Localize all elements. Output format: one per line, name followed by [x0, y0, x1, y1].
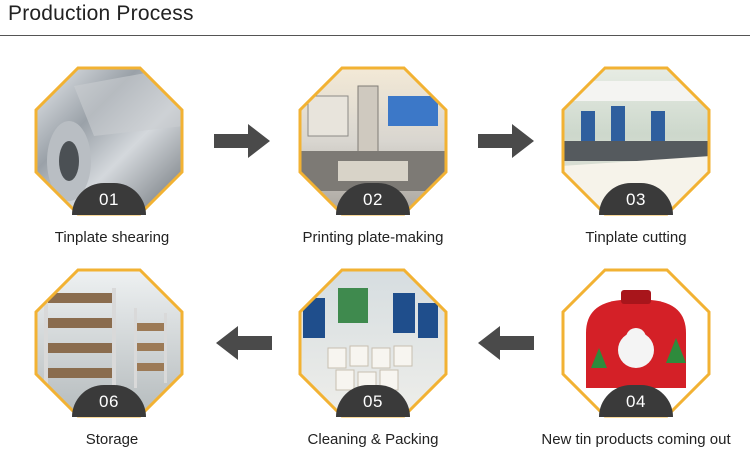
- page-title: Production Process: [8, 2, 194, 25]
- step-caption: Tinplate cutting: [585, 229, 687, 246]
- step-storage: 06: [34, 268, 184, 418]
- step-cleaning-packing: 05: [298, 268, 448, 418]
- step-caption: Cleaning & Packing: [307, 431, 439, 448]
- step-tinplate-shearing: 01: [34, 66, 184, 216]
- step-printing-plate-making: 02: [298, 66, 448, 216]
- packing-workers-image: [298, 268, 448, 418]
- warehouse-shelves-image: [34, 268, 184, 418]
- step-caption: Printing plate-making: [302, 229, 444, 246]
- step-caption: Storage: [85, 431, 139, 448]
- step-caption: New tin products coming out: [541, 431, 731, 448]
- header-divider: [0, 35, 750, 36]
- step-tinplate-cutting: 03: [561, 66, 711, 216]
- step-caption: Tinplate shearing: [54, 229, 170, 246]
- mailbox-tin-image: [561, 268, 711, 418]
- arrow-right-icon: [478, 124, 534, 158]
- arrow-right-icon: [214, 124, 270, 158]
- step-new-tin-products: 04: [561, 268, 711, 418]
- tinplate-coil-image: [34, 66, 184, 216]
- arrow-left-icon: [216, 326, 272, 360]
- arrow-left-icon: [478, 326, 534, 360]
